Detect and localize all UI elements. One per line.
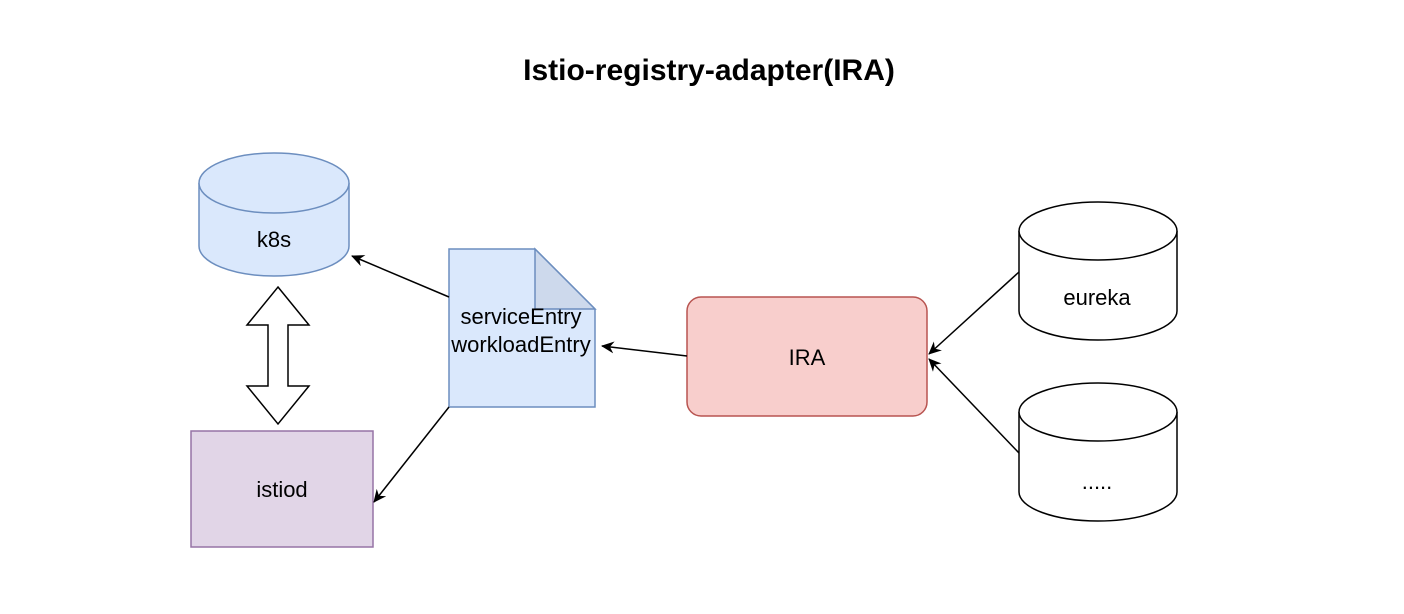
- eureka-cylinder-body: [1018, 231, 1178, 341]
- edge-other-registry-to-ira: [928, 358, 1020, 454]
- edge-ira-to-entry: [601, 341, 688, 357]
- ira-label: IRA: [789, 345, 826, 370]
- ira-box: [686, 296, 928, 417]
- eureka-node[interactable]: eureka: [1018, 201, 1178, 341]
- eureka-label: eureka: [1063, 285, 1131, 310]
- eureka-cylinder-top: [1018, 201, 1178, 261]
- entry-document-fold: [534, 247, 597, 310]
- istiod-node[interactable]: istiod: [190, 430, 374, 548]
- istiod-box: [190, 430, 374, 548]
- k8s-label: k8s: [257, 227, 291, 252]
- k8s-node[interactable]: k8s: [198, 152, 350, 277]
- other-registry-node[interactable]: .....: [1018, 382, 1178, 522]
- edge-entry-to-istiod: [373, 406, 450, 503]
- k8s-istiod-double-arrow: [245, 285, 311, 426]
- istiod-label: istiod: [256, 477, 307, 502]
- other-registry-label: .....: [1082, 469, 1113, 494]
- other-registry-cylinder-body: [1018, 412, 1178, 522]
- edge-entry-to-k8s: [351, 255, 450, 298]
- entry-document-node[interactable]: serviceEntry workloadEntry: [448, 247, 597, 408]
- k8s-cylinder-top: [198, 152, 350, 214]
- edge-eureka-to-ira: [928, 271, 1020, 355]
- workload-entry-label: workloadEntry: [450, 332, 590, 357]
- diagram-title: Istio-registry-adapter(IRA): [523, 54, 895, 87]
- service-entry-label: serviceEntry: [460, 304, 581, 329]
- other-registry-cylinder-top: [1018, 382, 1178, 442]
- ira-node[interactable]: IRA: [686, 296, 928, 417]
